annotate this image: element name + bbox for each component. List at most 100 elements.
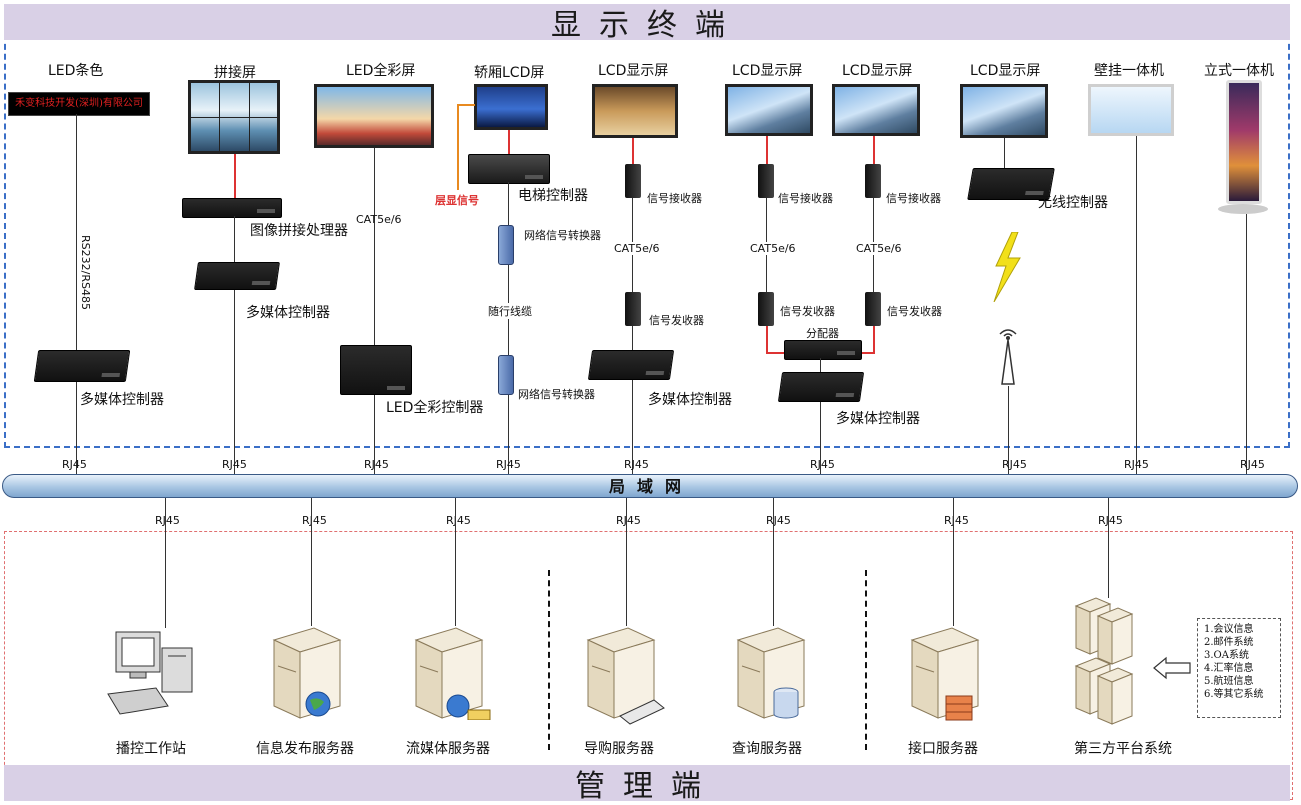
shared-controller-label: 多媒体控制器	[836, 411, 920, 427]
query-server-label: 查询服务器	[732, 741, 802, 757]
network-converter-2-label: 网络信号转换器	[518, 388, 595, 401]
third-party-servers-icon	[1074, 597, 1134, 725]
led-full-controller	[340, 345, 412, 395]
third-party-label: 第三方平台系统	[1074, 741, 1172, 757]
elevator-line	[508, 182, 509, 474]
lcd3-sender-label: 信号发收器	[887, 305, 942, 318]
third-party-info-box: 1.会议信息 2.邮件系统 3.OA系统 4.汇率信息 5.航班信息 6.等其它…	[1197, 618, 1281, 718]
splice-processor	[182, 198, 282, 218]
wall-unit-screen	[1088, 84, 1174, 136]
lcd2-sender	[758, 292, 774, 326]
rj45-label: RJ45	[944, 514, 969, 527]
floor-signal-line-v	[457, 104, 459, 190]
network-converter-1-label: 网络信号转换器	[524, 229, 601, 242]
lan-bus: 局域网	[2, 474, 1298, 498]
splitter-red-left	[766, 352, 784, 354]
wall-unit-line	[1136, 136, 1137, 474]
guide-server-line	[626, 498, 627, 626]
led-ticker-strip: 禾变科技开发(深圳)有限公司	[8, 92, 150, 116]
arrow-left-icon	[1153, 656, 1191, 680]
info-item: 6.等其它系统	[1204, 689, 1264, 700]
led-full-screen	[314, 84, 434, 148]
splitter	[784, 340, 862, 360]
lcd3-sender	[865, 292, 881, 326]
lcd3-screen	[832, 84, 920, 136]
lan-label: 局域网	[608, 477, 693, 496]
stream-server-line	[455, 498, 456, 626]
info-item: 3.OA系统	[1204, 650, 1249, 661]
lightning-icon	[993, 232, 1021, 302]
lcd2-sender-label: 信号发收器	[780, 305, 835, 318]
rj45-label: RJ45	[62, 458, 87, 471]
interface-server-line	[953, 498, 954, 626]
elevator-controller-label: 电梯控制器	[518, 188, 588, 204]
workstation-label: 播控工作站	[116, 741, 186, 757]
lcd1-red-link	[632, 138, 634, 164]
lcd3-receiver	[865, 164, 881, 198]
rj45-label: RJ45	[766, 514, 791, 527]
splice-red-link	[234, 154, 236, 198]
lcd2-red-link	[766, 136, 768, 164]
floor-signal-label: 层显信号	[435, 194, 479, 207]
shared-controller	[777, 372, 865, 402]
rj45-label: RJ45	[496, 458, 521, 471]
antenna-icon	[999, 329, 1017, 385]
splice-line	[234, 216, 235, 474]
lcd1-screen	[592, 84, 678, 138]
separator	[865, 570, 867, 750]
lcd1-receiver-label: 信号接收器	[647, 192, 702, 205]
rj45-label: RJ45	[810, 458, 835, 471]
lcd3-title: LCD显示屏	[842, 63, 913, 79]
lcd3-red-link	[873, 136, 875, 164]
rj45-label: RJ45	[1240, 458, 1265, 471]
rj45-label: RJ45	[1124, 458, 1149, 471]
lcd1-sender-label: 信号发收器	[649, 314, 704, 327]
guide-server-label: 导购服务器	[584, 741, 654, 757]
bottom-banner: 管理端	[4, 765, 1290, 804]
top-banner: 显示终端	[4, 4, 1290, 43]
info-server-label: 信息发布服务器	[256, 741, 354, 757]
stream-server-label: 流媒体服务器	[406, 741, 490, 757]
rj45-label: RJ45	[1098, 514, 1123, 527]
lcd3-cable-label: CAT5e/6	[856, 242, 902, 255]
led-full-line	[374, 148, 375, 474]
query-server-icon	[736, 627, 806, 719]
splice-processor-label: 图像拼接处理器	[250, 223, 348, 239]
elevator-screen	[474, 84, 548, 130]
wall-unit-title: 壁挂一体机	[1094, 63, 1164, 79]
splice-controller	[194, 262, 280, 290]
lcd2-title: LCD显示屏	[732, 63, 803, 79]
interface-server-icon	[910, 627, 980, 721]
third-party-line	[1108, 498, 1109, 598]
rj45-label: RJ45	[1002, 458, 1027, 471]
elevator-red-link	[508, 130, 510, 154]
lcd1-title: LCD显示屏	[598, 63, 669, 79]
info-server-icon	[272, 627, 342, 719]
lcd2-cable-label: CAT5e/6	[750, 242, 796, 255]
lcd2-receiver	[758, 164, 774, 198]
stand-unit-screen	[1226, 80, 1262, 204]
rj45-label: RJ45	[364, 458, 389, 471]
splice-controller-label: 多媒体控制器	[246, 305, 330, 321]
elevator-controller	[468, 154, 550, 184]
info-item: 2.邮件系统	[1204, 637, 1254, 648]
lcd1-controller	[587, 350, 675, 380]
floor-signal-line-h	[457, 104, 475, 106]
separator	[548, 570, 550, 750]
splice-screen	[188, 80, 280, 154]
lcd3-receiver-label: 信号接收器	[886, 192, 941, 205]
info-item: 1.会议信息	[1204, 624, 1254, 635]
lcd1-receiver	[625, 164, 641, 198]
lcd3-sender-red-down	[873, 326, 875, 354]
shared-controller-line	[820, 358, 821, 474]
info-server-line	[311, 498, 312, 626]
led-strip-title: LED条色	[48, 63, 104, 79]
traveling-cable-label: 随行线缆	[488, 303, 532, 319]
led-strip-cable-label: RS232/RS485	[79, 235, 92, 310]
guide-server-icon	[586, 627, 665, 725]
led-full-controller-label: LED全彩控制器	[386, 400, 484, 416]
stand-unit-title: 立式一体机	[1204, 63, 1274, 79]
led-full-title: LED全彩屏	[346, 63, 416, 79]
rj45-label: RJ45	[155, 514, 180, 527]
network-converter-1	[498, 225, 514, 265]
